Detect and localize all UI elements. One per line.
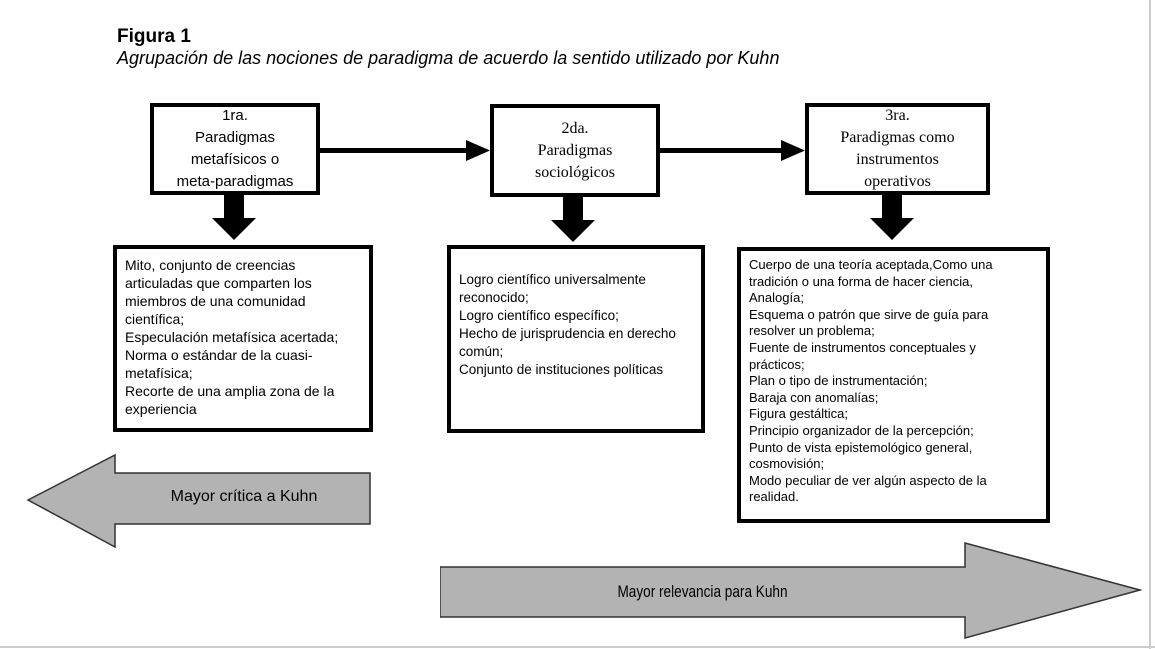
- stage1-header-line: Paradigmas: [194, 129, 276, 146]
- detail-item: Logro científico universalmente reconoci…: [459, 272, 646, 305]
- stage3-header-line: operativos: [864, 173, 931, 190]
- page-edge-bottom: [0, 646, 1155, 648]
- detail-item: Fuente de instrumentos conceptuales y pr…: [749, 339, 976, 372]
- detail-item: Baraja con anomalías;: [749, 389, 879, 405]
- relevance-right-arrow-icon: [440, 542, 1142, 639]
- detail-item: Modo peculiar de ver algún aspecto de la…: [749, 472, 987, 505]
- down-arrow-icon-3: [870, 194, 914, 240]
- figure-caption: Agrupación de las nociones de paradigma …: [117, 48, 780, 68]
- detail-item: Especulación metafísica acertada;: [125, 329, 339, 345]
- stage3-header-line: 3ra.: [885, 107, 910, 124]
- down-arrow-icon-1: [212, 194, 256, 240]
- stage2-detail-box: Logro científico universalmente reconoci…: [447, 245, 705, 433]
- detail-item: Punto de vista epistemológico general, c…: [749, 439, 973, 472]
- stage1-header-line: 1ra.: [222, 107, 248, 124]
- stage2-header-line: Paradigmas: [537, 141, 613, 159]
- detail-item: Norma o estándar de la cuasi-metafísica;: [125, 347, 313, 381]
- stage1-detail-box: Mito, conjunto de creencias articuladas …: [113, 245, 373, 432]
- stage3-header-box: 3ra. Paradigmas como instrumentos operat…: [805, 103, 990, 195]
- down-arrow-icon-2: [551, 196, 595, 242]
- stage3-header-line: instrumentos: [856, 151, 939, 168]
- critique-left-arrow-icon: [26, 453, 371, 549]
- detail-item: Figura gestáltica;: [749, 406, 848, 422]
- stage1-header-box: 1ra. Paradigmas metafísicos o meta-parad…: [150, 103, 320, 195]
- stage3-header-line: Paradigmas como: [840, 129, 955, 146]
- stage2-header-line: 2da.: [561, 119, 589, 137]
- stage2-header-line: sociológicos: [535, 163, 615, 181]
- connector-arrow-right-icon-1: [320, 140, 490, 161]
- detail-item: Hecho de jurisprudencia en derecho común…: [459, 326, 676, 359]
- page-edge-right: [1149, 0, 1151, 649]
- detail-item: Recorte de una amplia zona de la experie…: [125, 383, 335, 417]
- connector-arrow-right-icon-2: [660, 140, 805, 161]
- stage1-header-line: meta-paradigmas: [176, 173, 294, 190]
- detail-item: Esquema o patrón que sirve de guía para …: [749, 306, 989, 339]
- detail-item: Cuerpo de una teoría aceptada,Como una t…: [749, 257, 993, 306]
- critique-arrow-label: Mayor crítica a Kuhn: [170, 488, 318, 505]
- stage1-header-line: metafísicos o: [190, 151, 280, 168]
- stage3-detail-box: Cuerpo de una teoría aceptada,Como una t…: [737, 247, 1050, 523]
- detail-item: Conjunto de instituciones políticas: [459, 362, 664, 377]
- figure-label: Figura 1: [117, 26, 191, 47]
- detail-item: Plan o tipo de instrumentación;: [749, 373, 928, 389]
- stage2-header-box: 2da. Paradigmas sociológicos: [490, 104, 660, 197]
- detail-item: Principio organizador de la percepción;: [749, 422, 974, 438]
- relevance-arrow-label: Mayor relevancia para Kuhn: [617, 582, 788, 601]
- detail-item: Logro científico específico;: [459, 308, 619, 323]
- detail-item: Mito, conjunto de creencias articuladas …: [125, 257, 312, 327]
